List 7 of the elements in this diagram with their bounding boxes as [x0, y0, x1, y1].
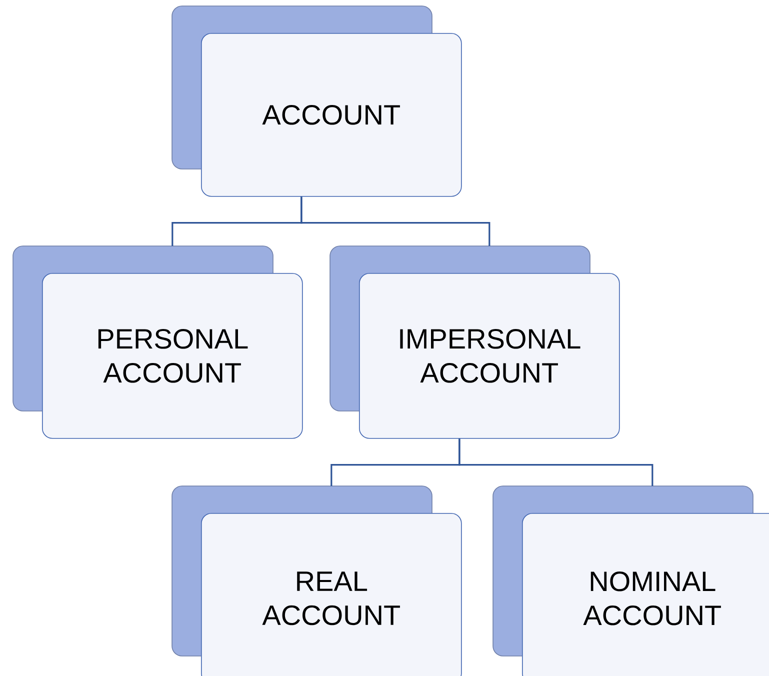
account-box: IMPERSONAL ACCOUNT: [330, 246, 620, 439]
connector-line: [458, 438, 654, 486]
account-box: PERSONAL ACCOUNT: [12, 246, 303, 439]
account-box: REAL ACCOUNT: [172, 486, 462, 676]
account-box: ACCOUNT: [172, 6, 462, 197]
account-box: NOMINAL ACCOUNT: [492, 486, 769, 676]
connector-line: [300, 196, 490, 246]
